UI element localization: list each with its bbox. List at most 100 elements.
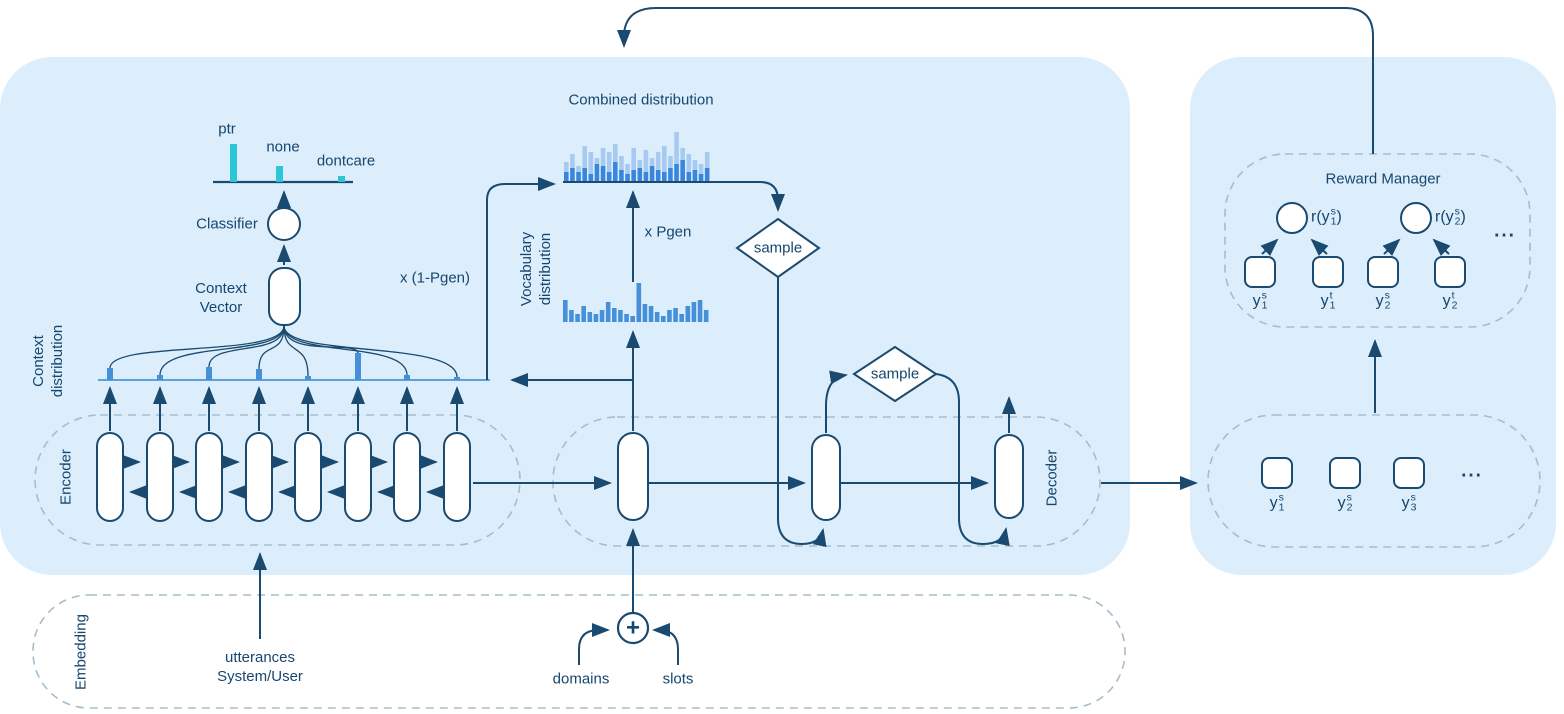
reward-node-2: [1400, 202, 1432, 234]
context-attention-bars: [107, 353, 460, 380]
x-one-minus-pgen-label: x (1-Pgen): [399, 269, 471, 287]
utterances-line2: System/User: [217, 668, 303, 685]
sample1-to-decoder2-arrow: [777, 277, 827, 548]
context-vector-label: Context Vector: [195, 279, 247, 317]
context-attention-bar: [107, 368, 113, 380]
encoder-cell-7: [393, 432, 421, 522]
vocab-bar: [612, 308, 617, 322]
token-y1s-to-r1-arrow: [1260, 238, 1279, 257]
combined-bar-light: [674, 132, 679, 164]
sample-diamond-2: [852, 345, 938, 403]
r1-suffix: ): [1336, 208, 1342, 226]
vocab-bar: [618, 310, 623, 322]
vocab-bar: [685, 306, 691, 322]
classifier-bar: [276, 166, 283, 182]
combined-bar-dark: [698, 174, 704, 182]
classifier-bar: [338, 176, 345, 182]
decoder-cell-2: [811, 434, 841, 521]
context-vector-line1: Context: [195, 280, 247, 297]
encoder-label: Encoder: [57, 449, 75, 505]
token-y2t-to-r2-arrow: [1432, 238, 1451, 257]
combined-bar-dark: [600, 166, 606, 182]
combined-bar-light: [649, 158, 655, 166]
vocab-bar: [581, 306, 586, 322]
combined-bar-light: [680, 148, 685, 160]
vocab-bar: [667, 310, 672, 322]
vocab-bar: [648, 306, 654, 322]
reward-manager-box: [1224, 153, 1531, 328]
combined-bar-light: [582, 146, 587, 168]
combined-bar-light: [668, 156, 673, 168]
sample-diamond-1: [735, 217, 821, 279]
vocab-bar: [661, 316, 666, 322]
context-attention-bar: [157, 375, 163, 380]
decoder-cell-3: [994, 434, 1024, 519]
vocab-bar: [703, 310, 709, 322]
sum-node: [616, 611, 650, 645]
vocab-bar: [630, 316, 635, 322]
combined-bar-light: [625, 164, 630, 174]
vocab-bar: [563, 300, 568, 322]
combined-bar-light: [613, 144, 618, 162]
attention-fan-curve: [159, 325, 285, 376]
decoder2-to-sample2-arrow: [825, 370, 848, 433]
classifier-node: [267, 207, 301, 241]
encoder-cells: [96, 386, 471, 522]
combined-bar-light: [698, 164, 704, 174]
encoder-cell-4: [245, 432, 273, 522]
x-pgen-label: x Pgen: [644, 223, 692, 241]
context-vector-line2: Vector: [199, 299, 243, 316]
encoder-cell-8: [443, 432, 471, 522]
decoder-cell-1: [617, 432, 649, 521]
reward-feedback-arrow: [617, 7, 1374, 154]
vocab-bar: [697, 300, 703, 322]
reward-manager-title: Reward Manager: [1325, 170, 1441, 188]
combined-distribution-bars: [564, 132, 710, 182]
token-square-y1s: [1244, 256, 1276, 288]
utterances-label: utterances System/User: [217, 648, 303, 686]
attention-fan-curve: [109, 325, 285, 369]
combined-bar-dark: [662, 172, 667, 182]
vocab-bar: [691, 302, 697, 322]
classifier-bar: [230, 144, 237, 182]
r2-suffix: ): [1460, 208, 1466, 226]
r1-sub: 1: [1330, 215, 1337, 227]
attention-fan-curve: [208, 325, 285, 368]
combined-bar-dark: [570, 168, 575, 182]
context-attention-bar: [305, 376, 311, 380]
token-y1t-to-r1-arrow: [1310, 238, 1329, 257]
vocab-bar: [587, 312, 593, 322]
combined-bar-dark: [655, 170, 661, 182]
domains-label: domains: [552, 670, 610, 688]
context-attention-bar: [256, 369, 262, 380]
combined-bar-dark: [619, 170, 624, 182]
combined-bar-dark: [649, 166, 655, 182]
combined-bar-light: [564, 162, 569, 172]
context-vector-cell: [268, 267, 301, 326]
sample2-to-decoder3-arrow: [935, 373, 1010, 547]
combined-bar-dark: [613, 162, 618, 182]
encoder-cell-2: [146, 432, 174, 522]
slots-to-plus-arrow: [652, 623, 679, 665]
attention-fan-curve: [283, 325, 359, 354]
r2-prefix: r(y: [1435, 208, 1454, 226]
combined-bar-dark: [606, 172, 612, 182]
combined-bar-light: [600, 148, 606, 166]
token-y2s-to-r2-arrow: [1382, 238, 1401, 257]
combined-bar-dark: [625, 174, 630, 182]
embedding-label: Embedding: [72, 614, 90, 690]
utterances-line1: utterances: [224, 649, 296, 666]
combined-bar-light: [655, 152, 661, 170]
combined-bar-dark: [692, 170, 698, 182]
decoder-region-box: [552, 416, 1101, 547]
combined-bar-dark: [674, 164, 679, 182]
label-none: none: [266, 138, 300, 156]
embedding-region-box: [32, 594, 1126, 709]
